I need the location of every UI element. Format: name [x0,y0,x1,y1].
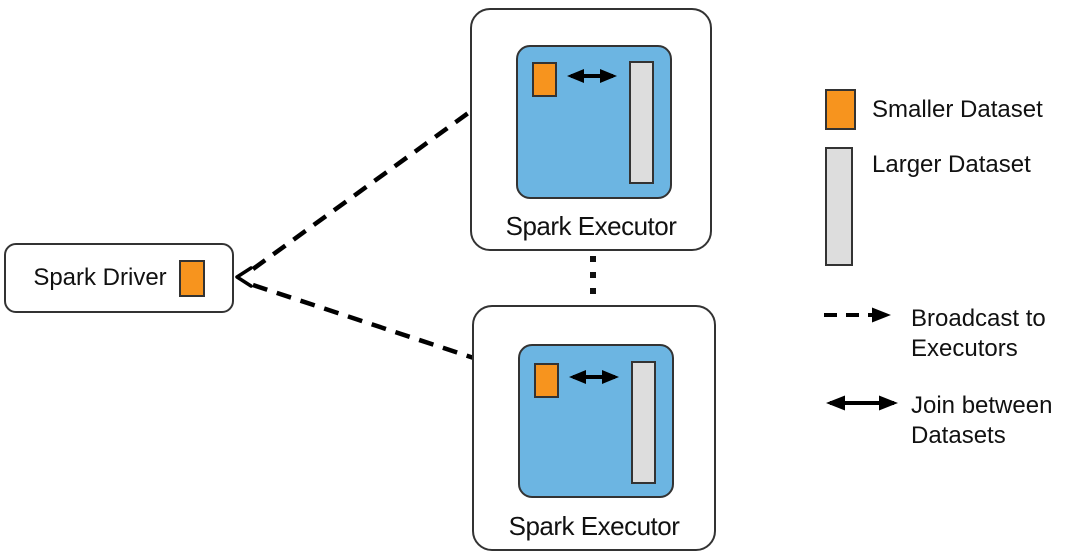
executor-memory-panel [516,45,672,199]
legend-label-broadcast: Broadcast to Executors [911,305,1046,362]
spark-driver-label: Spark Driver [33,264,167,291]
driver-junction-chevron-icon [235,266,253,288]
legend-label-join: Join between Datasets [911,392,1053,449]
spark-driver-box: Spark Driver [4,243,234,313]
spark-executor-top: Spark Executor [470,8,712,251]
double-arrow-icon [826,395,898,411]
spark-executor-label: Spark Executor [508,511,680,541]
smaller-dataset-chip [534,363,559,398]
smaller-dataset-chip [178,259,205,297]
ellipsis-dot [590,272,596,278]
legend-label-larger-dataset: Larger Dataset [872,151,1031,178]
spark-executor-bottom: Spark Executor [472,305,716,551]
dashed-arrow-icon [824,307,891,323]
spark-executor-label: Spark Executor [505,211,677,241]
broadcast-arrow-to-bottom-executor [252,282,508,371]
larger-dataset-swatch [825,147,853,266]
smaller-dataset-chip [532,62,557,97]
larger-dataset-bar [631,361,656,484]
legend-label-smaller-dataset: Smaller Dataset [872,96,1043,123]
executor-memory-panel [518,344,674,498]
larger-dataset-bar [629,61,654,184]
ellipsis-icon [589,256,597,294]
smaller-dataset-swatch [825,89,856,130]
ellipsis-dot [590,288,596,294]
ellipsis-dot [590,256,596,262]
broadcast-arrow-to-top-executor [251,87,504,271]
join-double-arrow-icon [569,370,619,384]
join-double-arrow-icon [567,69,617,83]
